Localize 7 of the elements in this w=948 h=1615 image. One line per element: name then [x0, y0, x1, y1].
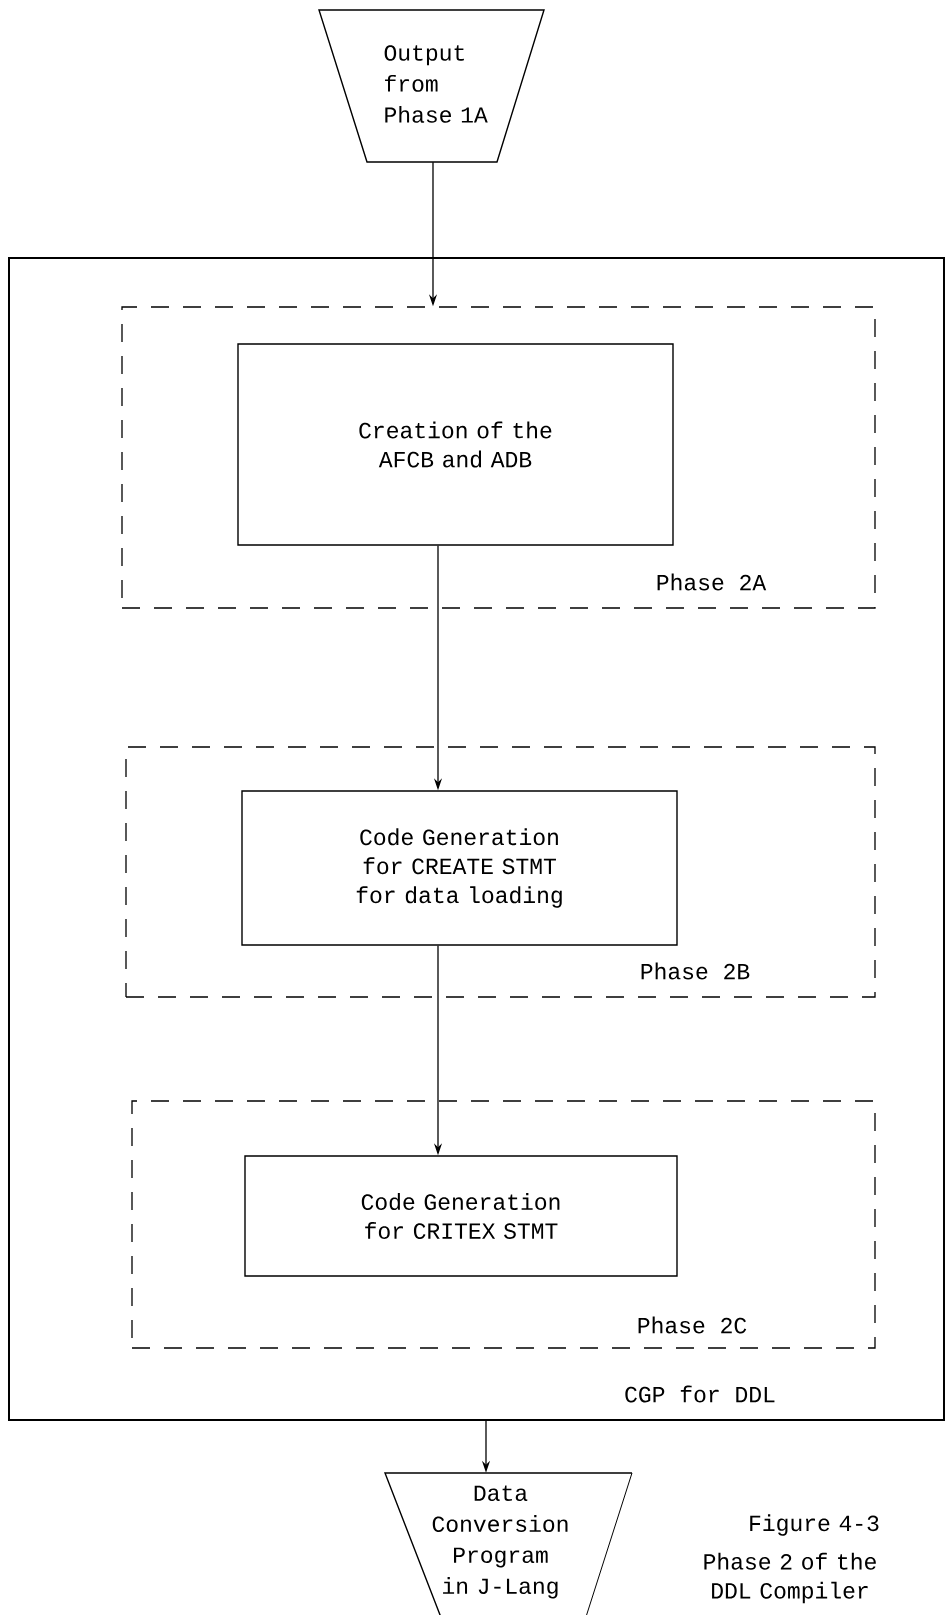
terminal-trapezoid: Data Conversion Program in J-Lang [383, 1472, 633, 1615]
process-box: Code Generation for CREATE STMT for data loading [241, 790, 678, 946]
figure-caption: Figure 4-3 [750, 1514, 879, 1536]
process-box: Creation of the AFCB and ADB [237, 343, 674, 546]
figure-caption: Phase 2 of the DDL Compiler [704, 1552, 876, 1604]
process-box: Code Generation for CRITEX STMT [244, 1155, 678, 1277]
terminal-trapezoid: Output from Phase 1A [318, 9, 545, 163]
